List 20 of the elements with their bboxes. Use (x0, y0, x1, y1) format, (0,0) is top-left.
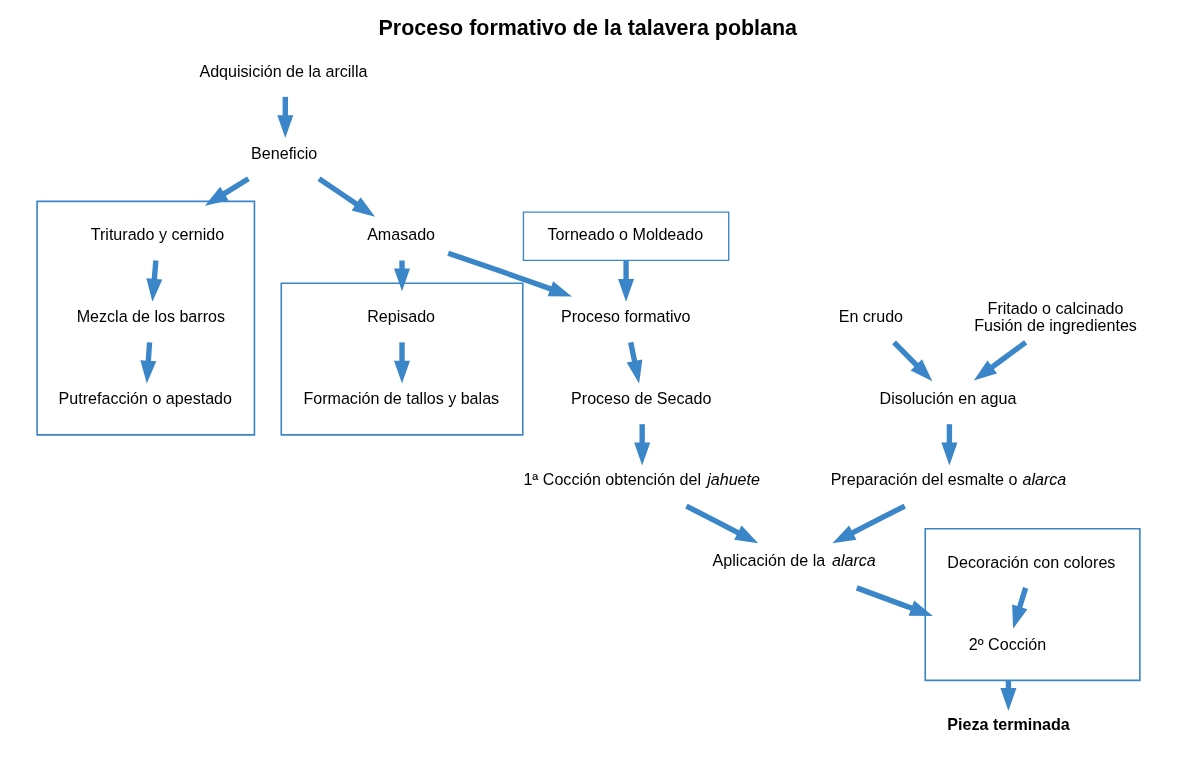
node-text: 1ª Cocción obtención del jahuete (523, 469, 760, 488)
node-text: Proceso de Secado (571, 389, 712, 408)
node-text: Disolución en agua (879, 389, 1017, 408)
node-text: Fritado o calcinado Fusión de ingredientes (974, 298, 1137, 334)
node-text: Triturado y cernido (90, 225, 225, 244)
node-text: Formación de tallos y balas (303, 389, 500, 408)
node-text: En crudo (838, 307, 904, 326)
node-text: Mezcla de los barros (76, 307, 226, 326)
node-text: Beneficio (251, 143, 318, 162)
diagram-title: Proceso formativo de la talavera poblana (378, 15, 798, 40)
node-text: Pieza terminada (947, 715, 1070, 734)
node-text: Putrefacción o apestado (58, 389, 232, 408)
node-text: 2º Cocción (968, 634, 1047, 653)
node-text: Decoración con colores (947, 552, 1116, 571)
node-text: Aplicación de la alarca (712, 551, 876, 570)
node-text: Proceso formativo (561, 307, 691, 326)
node-text: Amasado (367, 225, 436, 244)
node-text: Adquisición de la arcilla (199, 61, 368, 80)
node-text: Repisado (367, 307, 436, 326)
node-text: Preparación del esmalte o alarca (830, 469, 1067, 488)
